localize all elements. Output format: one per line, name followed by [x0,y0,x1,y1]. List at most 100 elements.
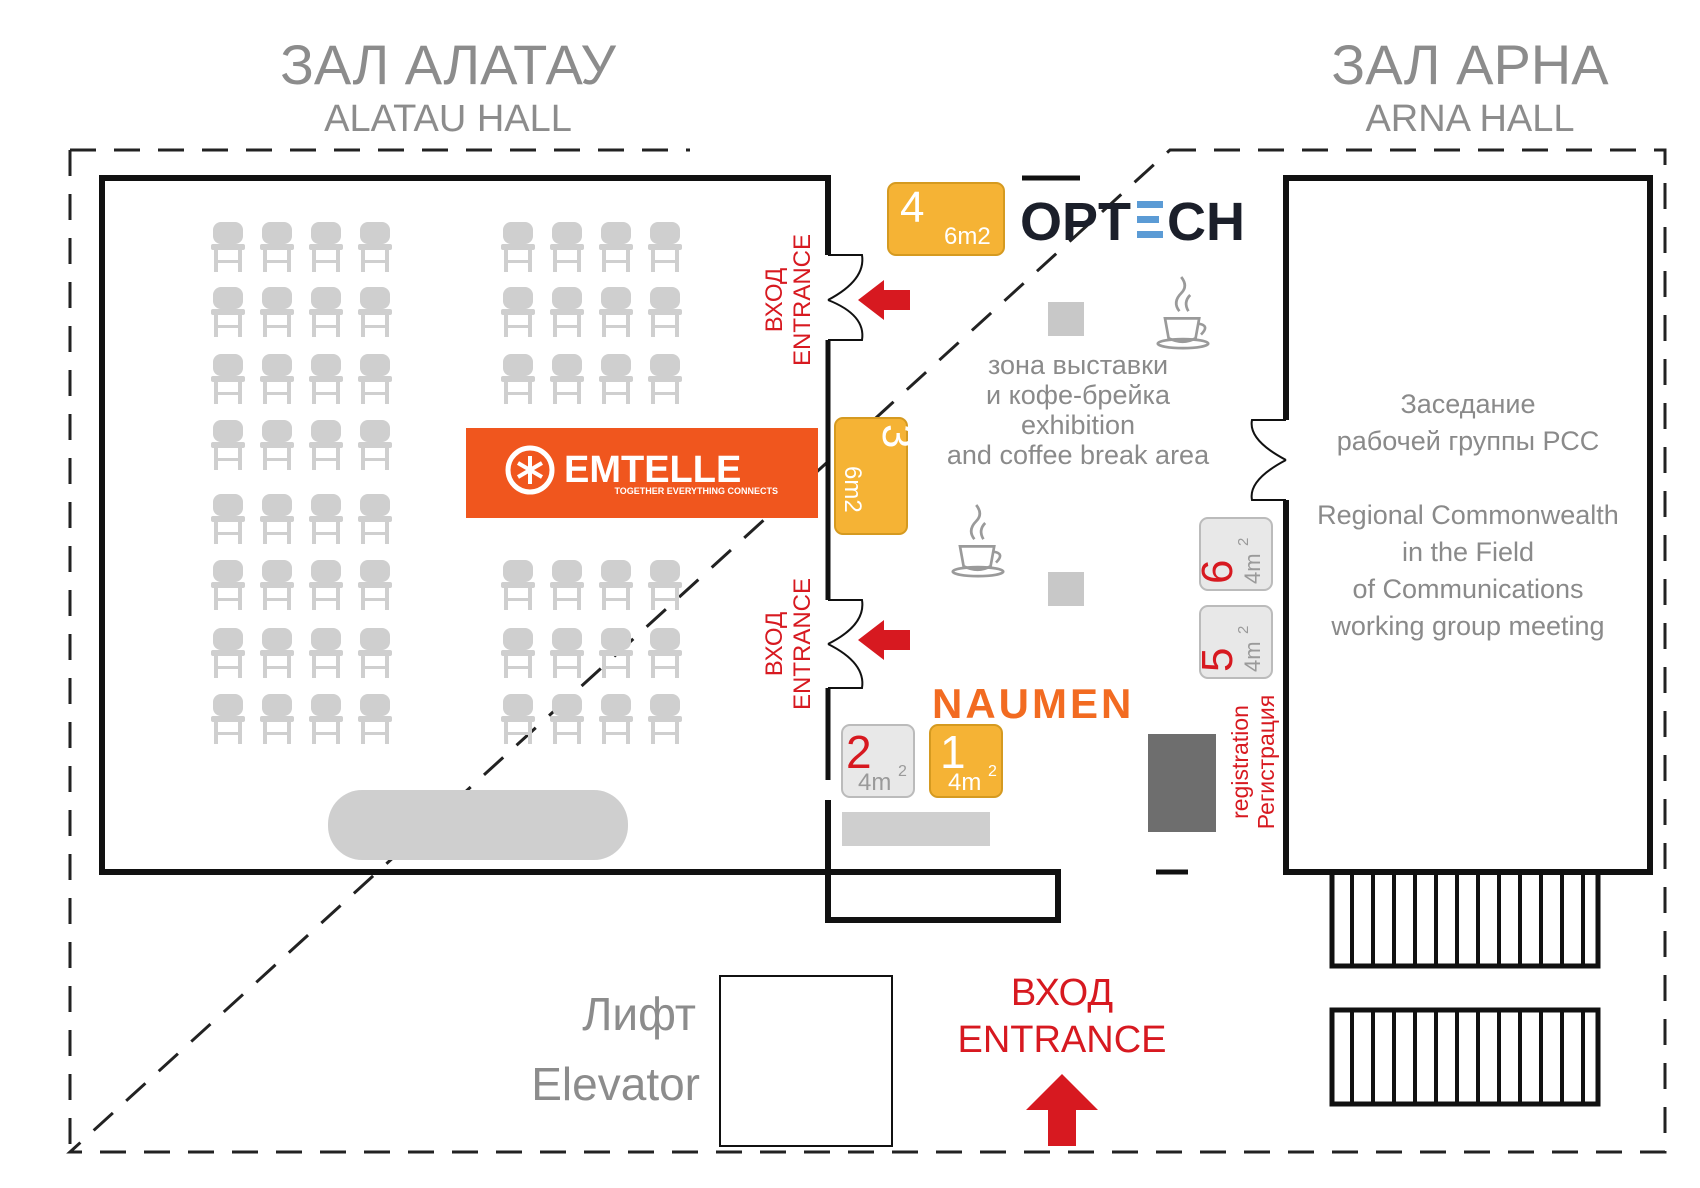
booth-6[interactable]: 6 4m 2 [1193,517,1273,591]
chair [599,694,633,744]
stairs-upper [1329,869,1601,969]
elevator-en: Elevator [531,1058,700,1110]
main-entrance-en: ENTRANCE [957,1019,1166,1061]
booth-1[interactable]: 1 4m 2 [929,724,1003,798]
chair [501,287,535,337]
booth-5[interactable]: 5 4m 2 [1193,605,1273,679]
main-entrance[interactable]: ВХОД ENTRANCE [957,972,1167,1146]
arna-hall-walls[interactable] [1283,175,1653,875]
zone-ru-line2: и кофе-брейка [986,380,1171,410]
chair [260,494,294,544]
chair [260,354,294,404]
emtelle-tagline: TOGETHER EVERYTHING CONNECTS [614,486,778,496]
booth-3[interactable]: 3 6m2 [834,417,922,535]
chair [260,420,294,470]
chair [309,420,343,470]
chair [211,494,245,544]
booth-5-number: 5 [1193,648,1242,672]
booth-5-area: 4m [1240,641,1265,672]
arna-door [1250,419,1287,501]
chair [648,354,682,404]
chair [501,628,535,678]
exhibition-zone-label: зона выставки и кофе-брейка exhibition a… [947,350,1210,470]
chair [358,628,392,678]
booth-2-number: 2 [846,726,872,778]
arna-title-en: ARNA HALL [1365,98,1574,140]
chair [599,287,633,337]
chair [550,628,584,678]
main-entrance-ru: ВХОД [1011,972,1113,1014]
booth-6-number: 6 [1193,560,1242,584]
chair [309,287,343,337]
registration-label: registration Регистрация [1227,695,1279,829]
chair [260,628,294,678]
booth-1-area: 4m [948,769,981,796]
zone-ru-line1: зона выставки [988,350,1168,380]
registration-ru: Регистрация [1253,695,1279,829]
arna-title-ru: ЗАЛ АРНА [1331,33,1609,96]
chair [648,694,682,744]
booth-1-number: 1 [940,726,966,778]
entrance-upper-en: ENTRANCE [789,234,816,366]
chair [260,694,294,744]
chair [550,694,584,744]
chair [211,560,245,610]
chair [501,694,535,744]
chair [648,560,682,610]
emtelle-name: EMTELLE [564,449,741,491]
chair [358,354,392,404]
chair [309,560,343,610]
chair [211,287,245,337]
emtelle-banner[interactable]: EMTELLE TOGETHER EVERYTHING CONNECTS [466,428,818,518]
chair [550,354,584,404]
arna-en-line3: of Communications [1352,574,1583,604]
chair [648,287,682,337]
chair [309,628,343,678]
chair [309,354,343,404]
chair [358,287,392,337]
optech-e-bars [1137,201,1163,238]
booth-1-area-exp: 2 [988,763,997,780]
chair [501,560,535,610]
chair [358,494,392,544]
optech-logo-part2: CH [1167,192,1245,252]
booth-2[interactable]: 2 4m 2 [841,724,915,798]
coffee-cup-icon [1156,275,1210,350]
arna-meeting-label: Заседание рабочей группы РСС Regional Co… [1317,389,1619,641]
chair [211,354,245,404]
arna-en-line1: Regional Commonwealth [1317,500,1619,530]
arrow-left-icon [858,280,910,320]
booth-3-number: 3 [873,424,922,448]
arna-en-line2: in the Field [1402,537,1534,567]
arrow-up-icon [1026,1074,1098,1146]
arrow-left-icon [858,620,910,660]
hall-entrance-lower[interactable]: ВХОД ENTRANCE [761,578,910,710]
chair [211,628,245,678]
booth-2-area: 4m [858,769,891,796]
naumen-logo[interactable]: NAUMEN [932,680,1134,727]
display-stand-lower [1048,572,1084,606]
stairs-lower [1329,1007,1601,1107]
registration-desk[interactable] [1148,734,1216,832]
elevator-shaft[interactable] [719,975,893,1147]
booth-4-area: 6m2 [944,223,991,250]
chair [309,694,343,744]
arna-ru-line2: рабочей группы РСС [1337,426,1600,456]
door-lower [827,599,864,689]
entrance-lower-en: ENTRANCE [789,578,816,710]
chair [358,560,392,610]
chair [550,287,584,337]
chair [550,222,584,272]
booth-2-area-exp: 2 [898,763,907,780]
hall-entrance-upper[interactable]: ВХОД ENTRANCE [761,234,910,366]
registration-en: registration [1227,705,1253,819]
optech-logo[interactable]: OPT CH [1020,192,1245,252]
alatau-hall-walls [99,175,1061,923]
booth-4[interactable]: 4 6m2 [887,182,1005,256]
arna-ru-line1: Заседание [1400,389,1535,419]
chair [211,694,245,744]
chair [501,354,535,404]
arna-en-line4: working group meeting [1330,611,1604,641]
alatau-title-en: ALATAU HALL [324,98,572,140]
